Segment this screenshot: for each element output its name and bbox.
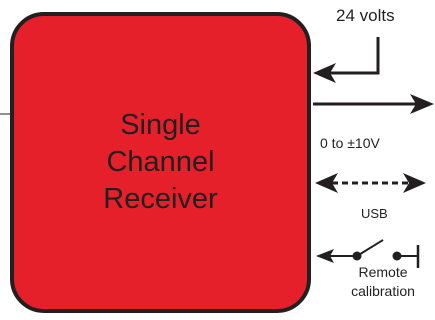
remote-calibration-label: Remote calibration bbox=[335, 263, 431, 301]
usb-label: USB bbox=[361, 206, 388, 221]
power-label: 24 volts bbox=[336, 6, 395, 25]
receiver-label-line-3: Receiver bbox=[103, 183, 218, 215]
receiver-label-line-2: Channel bbox=[106, 146, 215, 178]
remote-label-line-1: Remote bbox=[358, 264, 408, 280]
output-label: 0 to ±10V bbox=[319, 135, 381, 151]
output-arrow bbox=[313, 94, 434, 114]
remote-label-line-2: calibration bbox=[351, 283, 415, 299]
remote-calibration-switch bbox=[316, 239, 420, 268]
receiver-box bbox=[10, 12, 311, 313]
receiver-label: Single Channel Receiver bbox=[10, 12, 311, 313]
receiver-label-line-1: Single bbox=[120, 109, 201, 141]
power-input-arrow bbox=[313, 37, 380, 83]
usb-arrow bbox=[315, 173, 426, 193]
